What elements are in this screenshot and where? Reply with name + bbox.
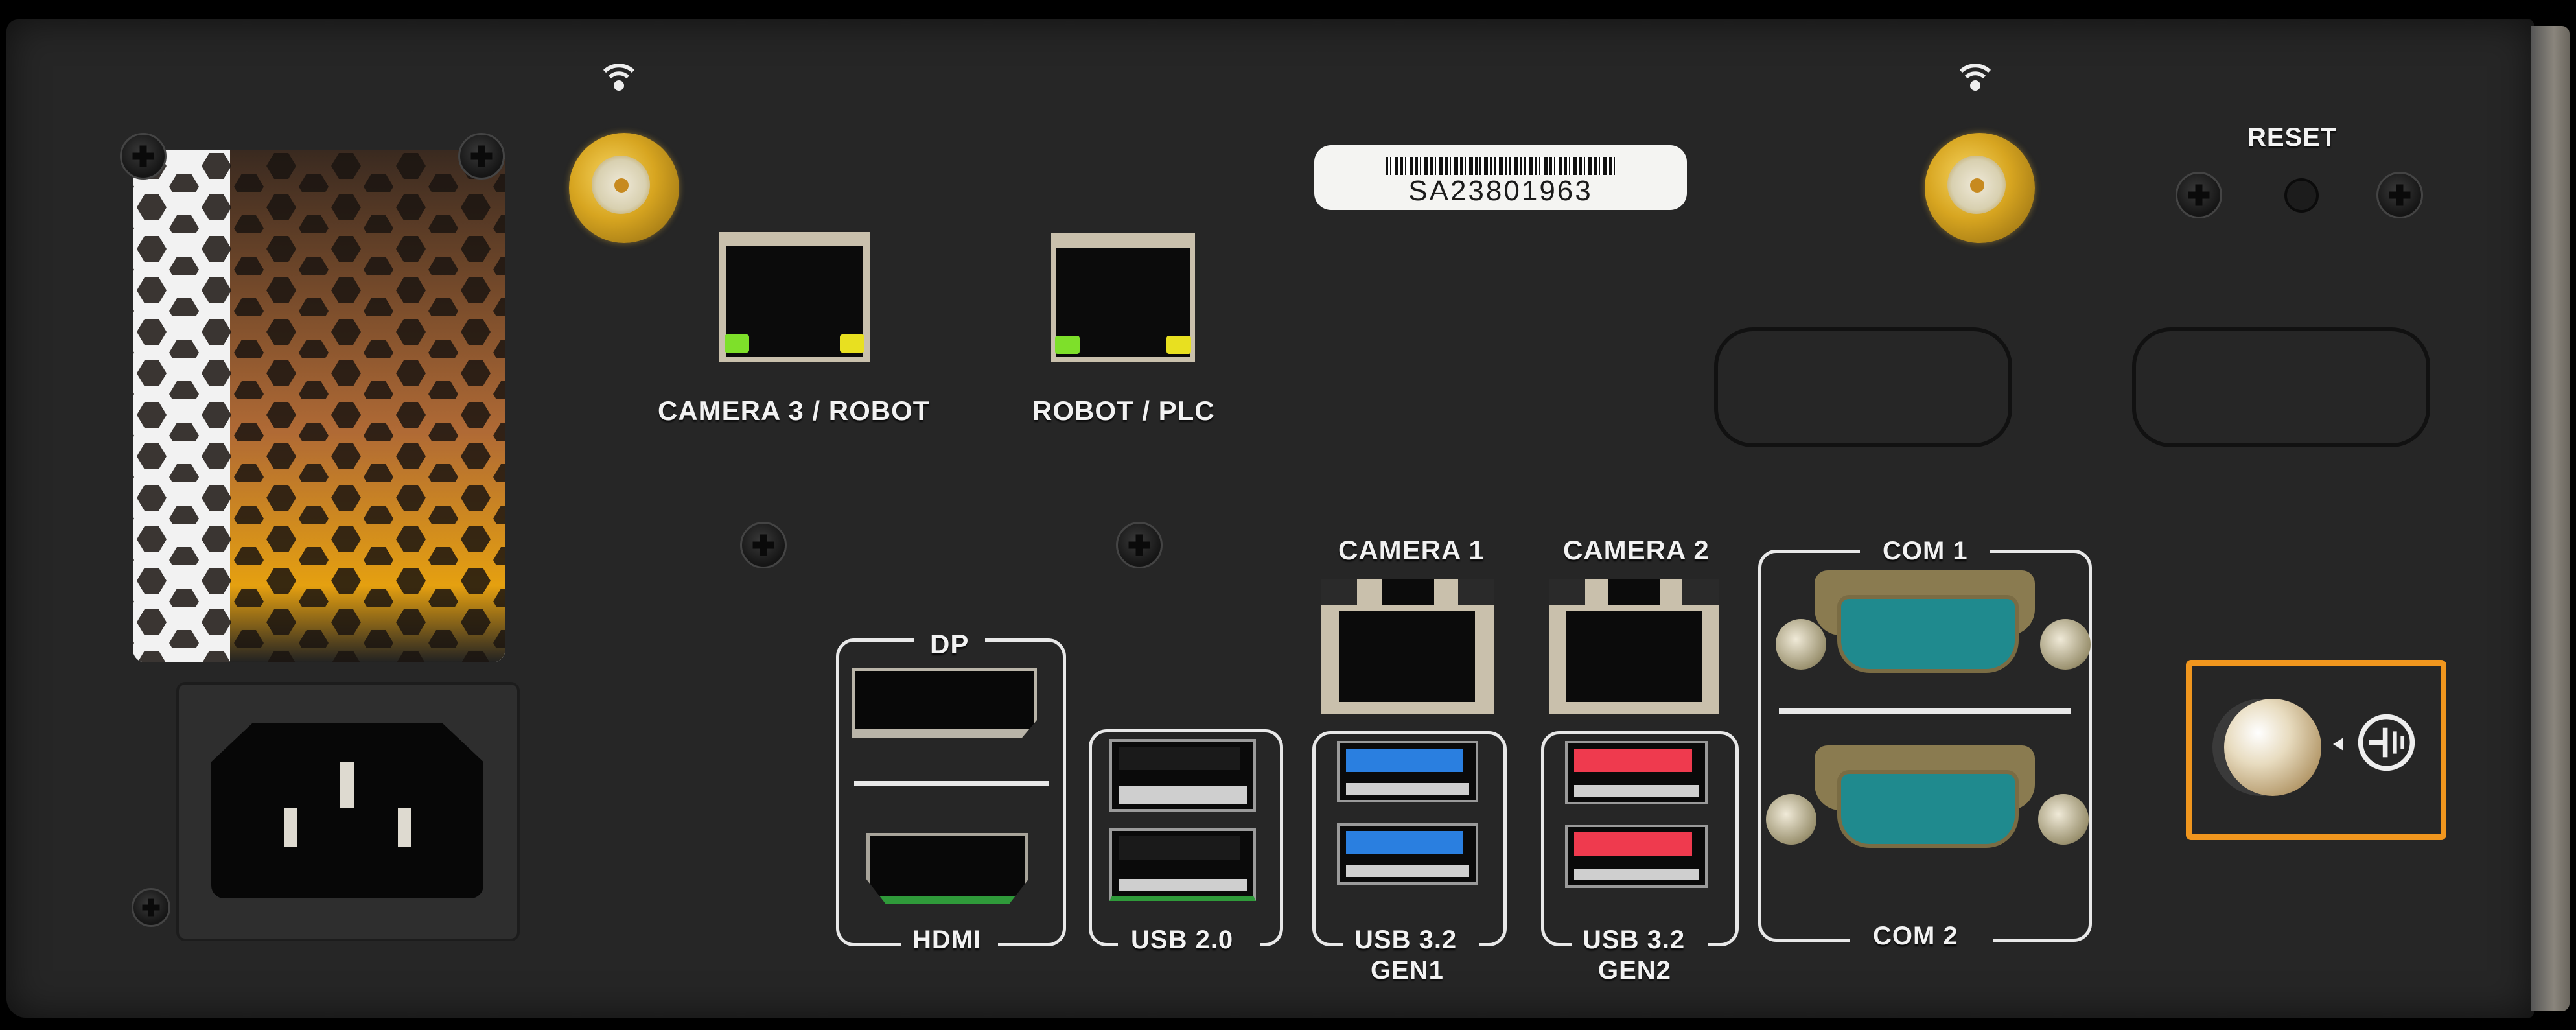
ground-symbol-icon	[2358, 714, 2415, 771]
label-usb32-gen1-line1: USB 3.2	[1354, 926, 1457, 954]
label-usb20: USB 2.0	[1131, 926, 1234, 954]
screw-icon	[1116, 522, 1163, 568]
serial-number-sticker: SA23801963	[1314, 145, 1687, 210]
vent-grille	[133, 150, 505, 662]
ethernet-port-robot-plc[interactable]	[1051, 233, 1195, 362]
label-usb32-gen1-line2: GEN1	[1371, 956, 1444, 985]
label-reset: RESET	[2247, 123, 2338, 152]
frame-gap	[1343, 940, 1479, 953]
label-usb32-gen2-line1: USB 3.2	[1583, 926, 1686, 954]
divider-line	[854, 781, 1049, 786]
pointer-triangle	[2333, 738, 2343, 751]
frame-gap	[901, 940, 998, 953]
power-inlet-socket[interactable]	[211, 723, 483, 898]
link-led-green	[1055, 336, 1080, 354]
screw-icon	[132, 888, 170, 927]
label-robot-plc: ROBOT / PLC	[1032, 395, 1215, 426]
divider-line	[1779, 708, 2071, 714]
screw-icon	[120, 133, 167, 180]
com1-standoff-left	[1776, 619, 1826, 670]
screw-icon	[2176, 172, 2222, 218]
frame-gap	[1118, 940, 1260, 953]
wifi-icon	[603, 64, 635, 91]
reset-button[interactable]	[2284, 178, 2319, 213]
power-pin-ground	[340, 762, 354, 808]
power-pin-neutral	[398, 808, 411, 847]
label-hdmi: HDMI	[912, 926, 982, 954]
usb32-gen2-port-bottom[interactable]	[1565, 825, 1708, 888]
frame-gap	[914, 632, 985, 645]
label-dp: DP	[930, 629, 969, 659]
label-com2: COM 2	[1873, 922, 1958, 950]
serial-number-text: SA23801963	[1408, 175, 1593, 207]
activity-led-yellow	[1166, 336, 1191, 354]
usb20-port-top[interactable]	[1109, 739, 1256, 812]
screw-icon	[2376, 172, 2423, 218]
blank-knockout-left	[1714, 327, 2012, 447]
screw-icon	[458, 133, 505, 180]
label-camera2: CAMERA 2	[1563, 535, 1710, 565]
label-com1: COM 1	[1883, 537, 1968, 565]
ground-screw[interactable]	[2224, 699, 2321, 796]
com1-port[interactable]	[1837, 595, 2019, 673]
hdmi-port[interactable]	[866, 833, 1028, 904]
usb20-port-bottom[interactable]	[1109, 828, 1256, 901]
com1-standoff-right	[2040, 619, 2091, 670]
blank-knockout-right	[2132, 327, 2430, 447]
power-pin-live	[284, 808, 297, 847]
wifi-icon	[1959, 64, 1991, 91]
com2-standoff-left	[1766, 794, 1816, 845]
antenna-connector-right[interactable]	[1925, 133, 2035, 243]
frame-gap	[1850, 935, 1993, 948]
chassis-side-edge	[2531, 26, 2570, 1011]
label-camera1: CAMERA 1	[1338, 535, 1485, 565]
barcode	[1386, 157, 1616, 175]
activity-led-yellow	[840, 334, 864, 353]
frame-gap	[1572, 940, 1708, 953]
usb32-gen1-port-bottom[interactable]	[1337, 823, 1478, 885]
com2-port[interactable]	[1837, 770, 2019, 848]
power-inlet-housing	[176, 682, 520, 941]
label-usb32-gen2-line2: GEN2	[1598, 956, 1671, 985]
frame-gap	[1860, 543, 1990, 556]
ethernet-port-camera1[interactable]	[1321, 579, 1494, 714]
link-led-green	[725, 334, 749, 353]
hex-vent-pattern	[133, 150, 505, 662]
ground-terminal-highlight	[2186, 660, 2446, 840]
screw-icon	[740, 522, 787, 568]
com2-standoff-right	[2038, 794, 2089, 845]
usb32-gen1-port-top[interactable]	[1337, 741, 1478, 802]
ethernet-port-camera2[interactable]	[1549, 579, 1719, 714]
displayport-port[interactable]	[852, 668, 1037, 738]
usb32-gen2-port-top[interactable]	[1565, 741, 1708, 804]
label-camera3-robot: CAMERA 3 / ROBOT	[658, 395, 931, 426]
antenna-connector-left[interactable]	[569, 133, 679, 243]
ethernet-port-camera3-robot[interactable]	[719, 232, 870, 362]
